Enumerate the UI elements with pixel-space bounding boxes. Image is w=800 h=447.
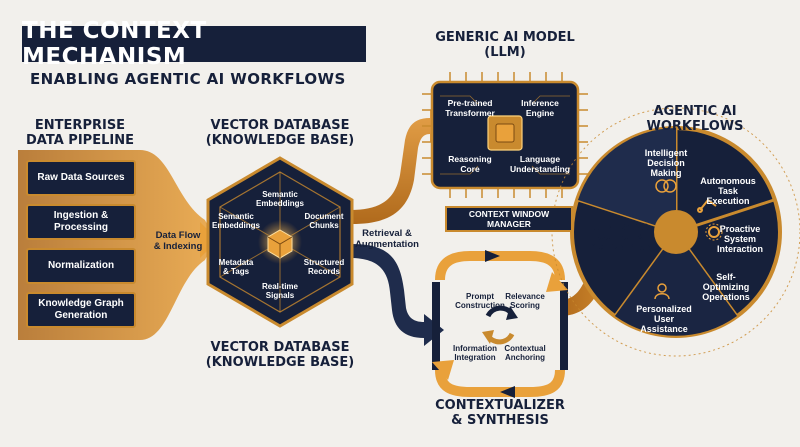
user-icon bbox=[654, 283, 670, 300]
vector-db-heading: VECTOR DATABASE (KNOWLEDGE BASE) bbox=[205, 118, 355, 148]
pipeline-stage-raw-data: Raw Data Sources bbox=[26, 160, 136, 196]
retrieval-arrow-down bbox=[350, 244, 444, 346]
vector-db-heading-bottom: VECTOR DATABASE (KNOWLEDGE BASE) bbox=[205, 340, 355, 370]
generated-output-label: GENERATED OUTPUT & ACTION PLAN bbox=[590, 222, 652, 252]
synthesis-loop bbox=[432, 250, 568, 398]
llm-heading: GENERIC AI MODEL (LLM) bbox=[435, 30, 575, 60]
chip-icon bbox=[487, 115, 523, 151]
page-subtitle: ENABLING AGENTIC AI WORKFLOWS bbox=[30, 70, 346, 88]
pipeline-stage-normalization: Normalization bbox=[26, 248, 136, 284]
workflows-wheel bbox=[551, 107, 800, 357]
brain-icon bbox=[655, 179, 677, 193]
retrieval-flow-label: Retrieval & Augmentation bbox=[355, 228, 419, 250]
context-window-manager: CONTEXT WINDOW MANAGER bbox=[445, 206, 573, 232]
indexing-flow-label: Data Flow & Indexing bbox=[153, 230, 203, 252]
vector-db-hexagon bbox=[206, 156, 354, 328]
gear-icon bbox=[705, 223, 723, 241]
workflows-heading: AGENTIC AI WORKFLOWS bbox=[646, 104, 744, 134]
llm-chip bbox=[422, 72, 588, 198]
robot-arm-icon bbox=[697, 198, 717, 213]
pipeline-stage-ingestion: Ingestion & Processing bbox=[26, 204, 136, 240]
cube-icon bbox=[267, 229, 293, 259]
pipeline-heading: ENTERPRISE DATA PIPELINE bbox=[26, 118, 134, 148]
page-title: THE CONTEXT MECHANISM bbox=[22, 18, 366, 70]
pipeline-stage-knowledge-graph: Knowledge Graph Generation bbox=[26, 292, 136, 328]
vector-cell-metadata-tags: Metadata& Tags bbox=[218, 258, 254, 276]
cycle-icon bbox=[482, 305, 518, 345]
synthesis-heading: CONTEXTUALIZER & SYNTHESIS bbox=[435, 398, 565, 428]
